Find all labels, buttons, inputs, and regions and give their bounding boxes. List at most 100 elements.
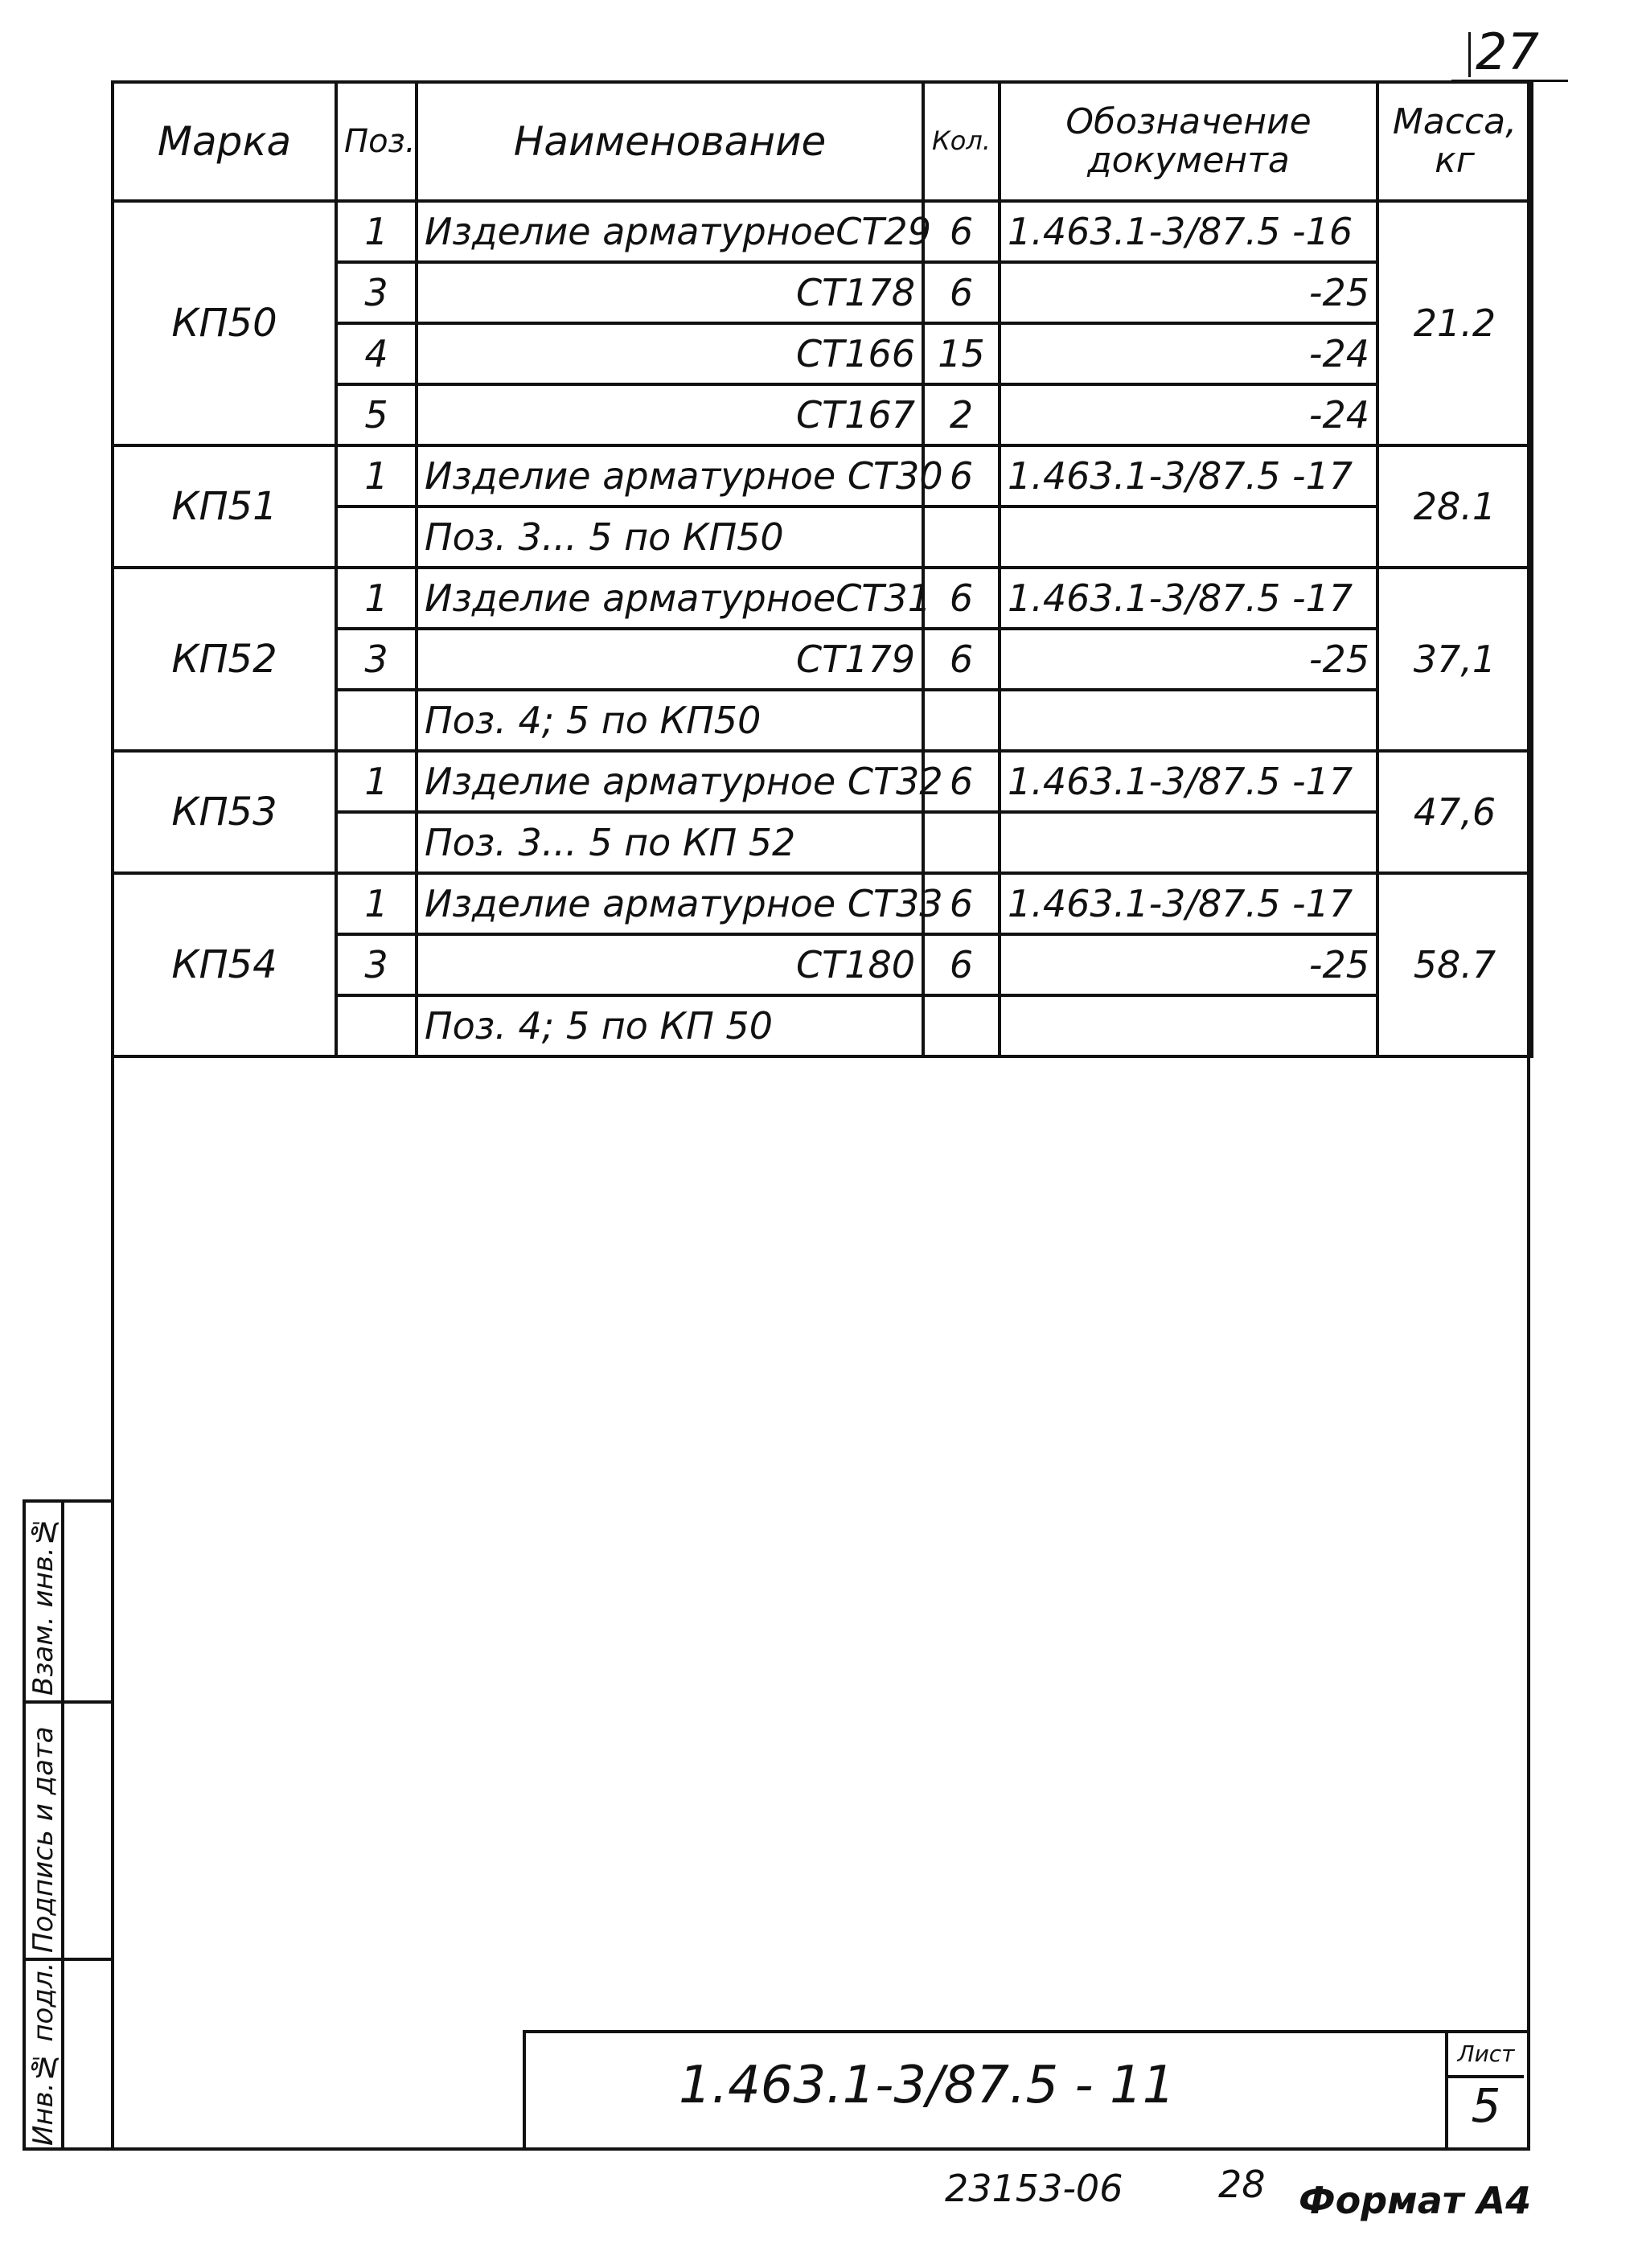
specification-table: Марка Поз. Наименование Кол. Обозначение… [111,80,1533,1058]
pos-cell: 1 [335,749,418,814]
mass-cell: 28.1 [1376,444,1533,569]
header-name: Наименование [415,80,925,203]
pos-cell [335,994,418,1058]
pos-cell [335,505,418,569]
pos-cell: 4 [335,322,418,386]
doc-cell: 1.463.1-3/87.5 -17 [998,872,1379,936]
pos-cell [335,688,418,753]
table-row: Поз. 3... 5 по КП 52 [113,810,1532,875]
doc-cell: 1.463.1-3/87.5 -17 [998,444,1379,508]
qty-cell: 6 [922,627,1001,691]
mass-cell: 47,6 [1376,749,1533,875]
side-cell-sign-date: Подпись и дата [26,1704,111,1961]
approval-side-strip: Взам. инв.№ Подпись и дата Инв.№ подл. [23,1499,111,2151]
pos-cell [335,810,418,875]
side-cell-inv-orig: Инв.№ подл. [26,1961,111,2151]
side-label-inv-repl: Взам. инв.№ [27,1515,60,1696]
header-mark: Марка [111,80,338,203]
title-block: 1.463.1-3/87.5 - 11 Лист 5 [523,2030,1530,2151]
name-cell: Изделие арматурное СТ30 [415,444,943,508]
page-number-tick [1468,32,1471,77]
mark-cell: КП50 [111,199,338,447]
side-label-inv-orig: Инв.№ подл. [27,1962,60,2146]
table-header-row: Марка Поз. Наименование Кол. Обозначение… [111,80,1533,203]
doc-cell: -25 [998,260,1379,325]
header-pos: Поз. [335,80,418,203]
pos-cell: 3 [335,260,418,325]
table-row: Поз. 3... 5 по КП50 [113,505,1532,569]
qty-cell: 6 [922,933,1001,997]
mark-cell: КП53 [111,749,338,875]
side-cell-inv-repl: Взам. инв.№ [26,1503,111,1704]
side-label-sign-date: Подпись и дата [27,1726,60,1953]
qty-cell: 6 [922,749,1001,814]
name-cell: Изделие арматурное СТ32 [415,749,943,814]
name-cell: СТ178 [415,260,925,325]
doc-cell: -25 [998,933,1379,997]
header-mass: Масса, кг [1376,80,1533,203]
mark-cell: КП51 [111,444,338,569]
document-code: 1.463.1-3/87.5 - 11 [679,2056,1176,2115]
header-qty: Кол. [922,80,1001,203]
qty-cell [922,994,1001,1058]
name-cell: СТ180 [415,933,925,997]
pos-cell: 1 [335,444,418,508]
page-number: 27 [1476,23,1539,81]
qty-cell: 15 [922,322,1001,386]
pos-cell: 1 [335,199,418,264]
doc-cell [998,810,1379,875]
qty-cell [922,505,1001,569]
name-cell: Изделие арматурное СТ33 [415,872,943,936]
qty-cell: 6 [922,444,1001,508]
name-cell: Поз. 4; 5 по КП50 [415,688,925,753]
name-cell: Поз. 3... 5 по КП50 [415,505,925,569]
footer-page: 28 [1218,2163,1266,2206]
name-cell: Поз. 3... 5 по КП 52 [415,810,925,875]
name-cell: СТ166 [415,322,925,386]
qty-cell: 6 [922,872,1001,936]
qty-cell [922,688,1001,753]
doc-cell: -25 [998,627,1379,691]
mark-cell: КП54 [111,872,338,1058]
qty-cell: 6 [922,199,1001,264]
doc-cell [998,994,1379,1058]
name-cell: Изделие арматурноеСТ31 [415,566,931,630]
footer-format: Формат А4 [1299,2179,1532,2222]
name-cell: СТ179 [415,627,925,691]
pos-cell: 3 [335,627,418,691]
name-cell: Поз. 4; 5 по КП 50 [415,994,925,1058]
doc-cell: 1.463.1-3/87.5 -16 [998,199,1379,264]
footer-stamp: 23153-06 [945,2167,1123,2210]
sheet-box: Лист 5 [1445,2033,1527,2151]
doc-cell: 1.463.1-3/87.5 -17 [998,749,1379,814]
name-cell: СТ167 [415,383,925,447]
mass-cell: 21.2 [1376,199,1533,447]
mass-cell: 58.7 [1376,872,1533,1058]
sheet-number: 5 [1471,2078,1501,2133]
mark-cell: КП52 [111,566,338,753]
doc-cell: 1.463.1-3/87.5 -17 [998,566,1379,630]
qty-cell: 2 [922,383,1001,447]
table-row: Поз. 4; 5 по КП 50 [113,994,1532,1058]
doc-cell: -24 [998,322,1379,386]
qty-cell: 6 [922,566,1001,630]
doc-cell [998,505,1379,569]
pos-cell: 1 [335,566,418,630]
mass-cell: 37,1 [1376,566,1533,753]
pos-cell: 1 [335,872,418,936]
header-doc: Обозначение документа [998,80,1379,203]
qty-cell: 6 [922,260,1001,325]
table-row: Поз. 4; 5 по КП50 [113,688,1532,753]
pos-cell: 3 [335,933,418,997]
sheet-label: Лист [1448,2033,1524,2078]
